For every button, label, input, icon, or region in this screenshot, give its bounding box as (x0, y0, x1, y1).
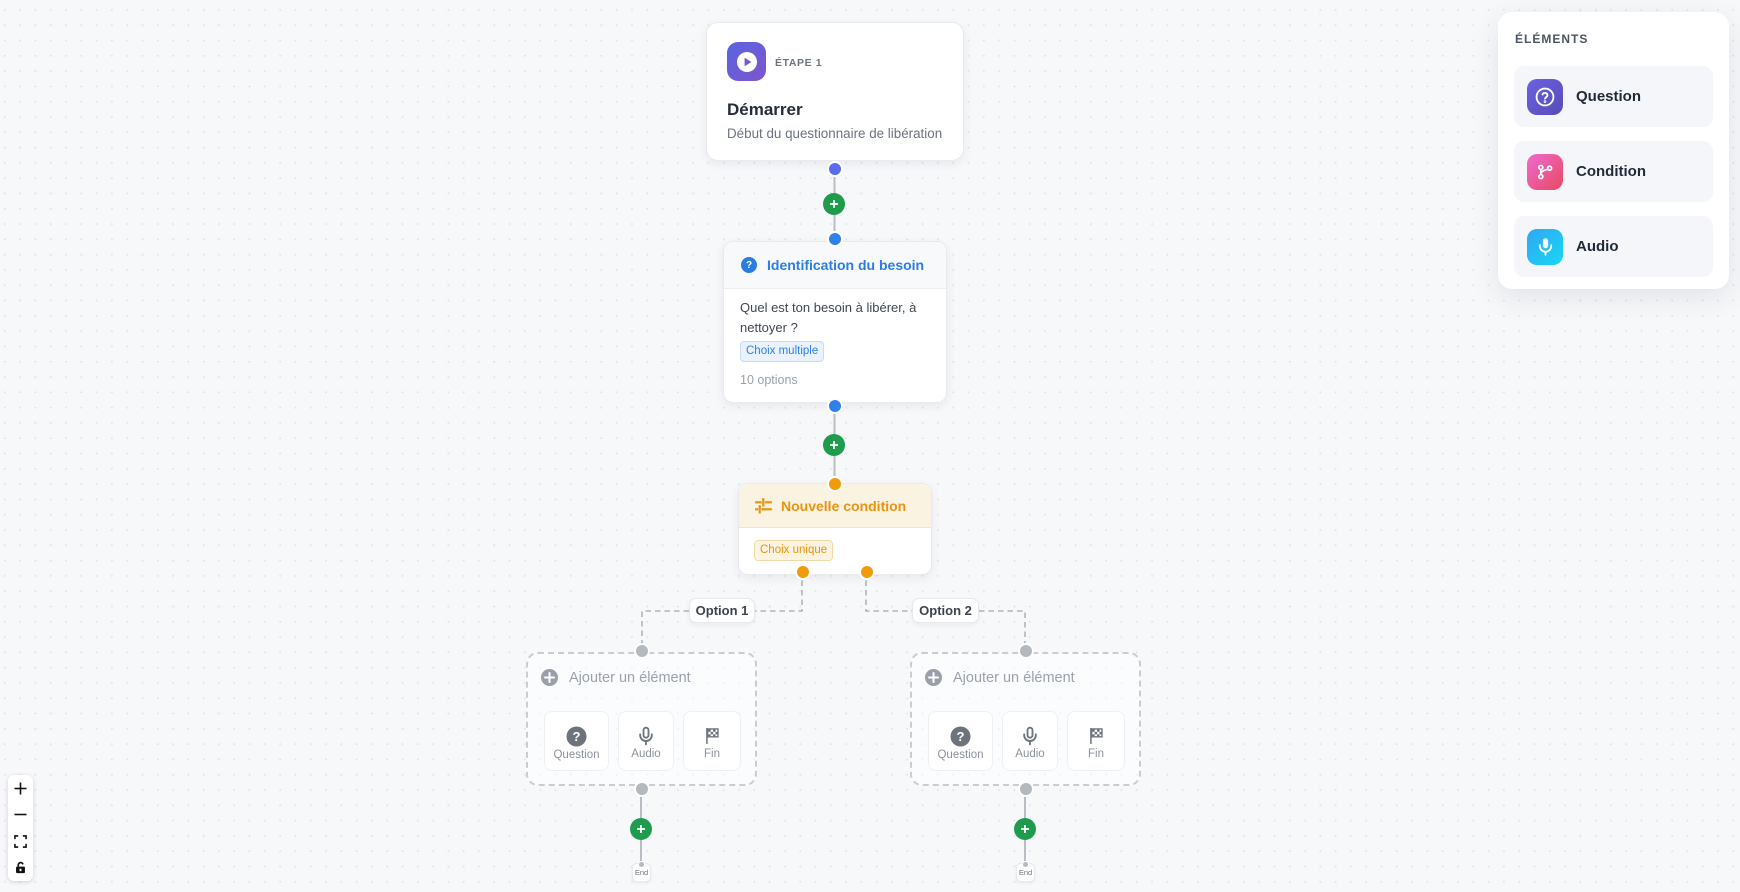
svg-text:?: ? (573, 729, 581, 744)
svg-text:?: ? (957, 729, 965, 744)
